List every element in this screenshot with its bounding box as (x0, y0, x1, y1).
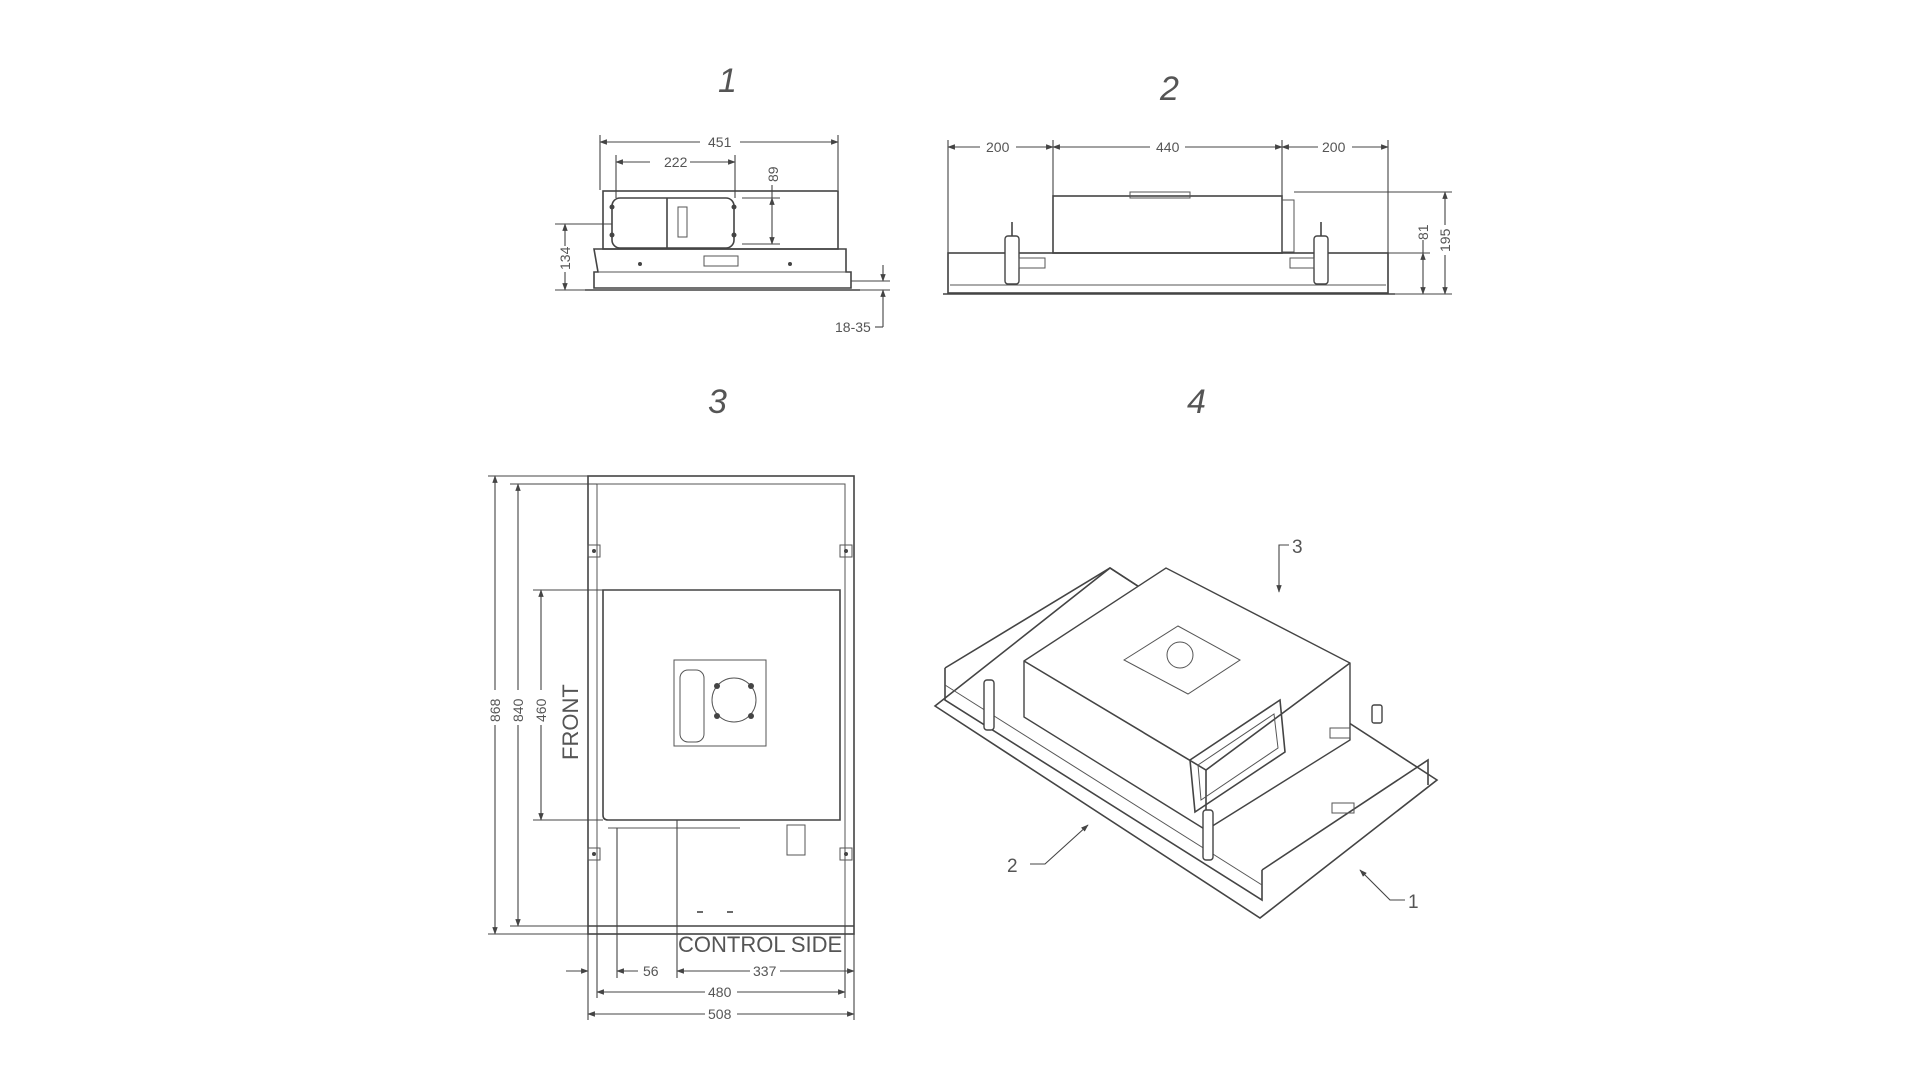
dim-868: 868 (487, 698, 503, 722)
dim-440: 440 (1156, 139, 1180, 155)
dim-451: 451 (708, 134, 732, 150)
control-side-label: CONTROL SIDE (678, 932, 842, 957)
view-4-isometric: 3 2 1 (933, 537, 1439, 919)
callout-1: 1 (1408, 892, 1419, 913)
callout-2: 2 (1007, 856, 1018, 877)
dim-840: 840 (510, 698, 526, 722)
view-number-1: 1 (718, 62, 737, 100)
dim-18-35: 18-35 (835, 319, 871, 335)
view-number-3: 3 (708, 383, 727, 421)
dim-81: 81 (1415, 224, 1431, 240)
dim-56: 56 (643, 963, 659, 979)
view-1-end-view: 451 222 89 134 18-35 (555, 134, 890, 335)
dim-460: 460 (533, 698, 549, 722)
dim-222: 222 (664, 154, 688, 170)
dim-337: 337 (753, 963, 777, 979)
view-3-top-view: FRONT CONTROL SIDE 868 840 460 56 337 48… (487, 475, 855, 1022)
dim-134: 134 (557, 246, 573, 270)
dim-195: 195 (1437, 228, 1453, 252)
callout-3: 3 (1292, 537, 1303, 558)
dim-89: 89 (765, 166, 781, 182)
view-2-side-view: 200 440 200 81 195 (943, 139, 1453, 295)
front-label: FRONT (558, 684, 583, 760)
dim-200-right: 200 (1322, 139, 1346, 155)
dim-200-left: 200 (986, 139, 1010, 155)
dim-508: 508 (708, 1006, 732, 1022)
dim-480: 480 (708, 984, 732, 1000)
view-number-2: 2 (1159, 70, 1179, 108)
view-number-4: 4 (1187, 383, 1206, 421)
